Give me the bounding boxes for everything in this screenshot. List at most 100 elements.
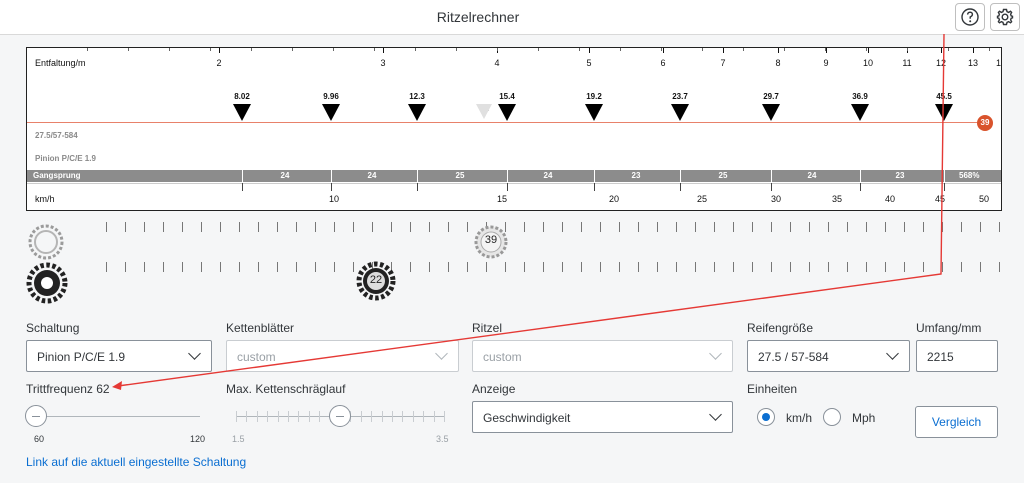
slider-grip (336, 416, 344, 417)
chainring-indicator[interactable]: 22 (356, 261, 396, 301)
chainring-tick (201, 262, 202, 272)
dev-tick-mark (868, 48, 869, 53)
chainring-tick (676, 262, 677, 272)
umfang-input[interactable]: 2215 (916, 340, 998, 372)
sprocket-tick (638, 222, 639, 232)
chainring-tick (505, 262, 506, 272)
slider-handle[interactable] (25, 405, 47, 427)
dev-minor-tick (538, 48, 539, 51)
schaltung-value: Pinion P/C/E 1.9 (37, 350, 126, 364)
slider-tick (319, 411, 320, 422)
gear-marker-triangle (671, 104, 689, 121)
chainring-tick (828, 262, 829, 272)
dev-tick-label: 6 (660, 58, 666, 68)
vergleich-button[interactable]: Vergleich (915, 406, 998, 438)
kettenblaetter-value: custom (237, 350, 276, 364)
kettenschraeglauf-slider[interactable] (236, 405, 445, 429)
schaltung-link[interactable]: Link auf die aktuell eingestellte Schalt… (26, 455, 247, 469)
speed-tick-label: 30 (770, 194, 781, 204)
gear-line (27, 122, 977, 123)
dev-minor-tick (661, 48, 662, 51)
chainring-tick (847, 262, 848, 272)
slider-track (30, 416, 200, 417)
sprocket-tick (961, 222, 962, 232)
sprocket-tick (315, 222, 316, 232)
chainring-tick (638, 262, 639, 272)
chainring-tick (220, 262, 221, 272)
dev-minor-tick (128, 48, 129, 51)
kettenblaetter-label: Kettenblätter (226, 321, 295, 335)
chainring-tick (467, 262, 468, 272)
help-button[interactable] (955, 3, 985, 31)
jump-divider (594, 170, 595, 182)
settings-button[interactable] (990, 3, 1020, 31)
gear-jump-value: 23 (631, 171, 641, 180)
sprocket-tick (923, 222, 924, 232)
schaltung-label: Schaltung (26, 321, 80, 335)
gear-marker-triangle (498, 104, 516, 121)
sprocket-tick (410, 222, 411, 232)
gear-jump-value: 23 (895, 171, 905, 180)
sprocket-tick (657, 222, 658, 232)
gear-scale-chart: Entfaltung/m 234567891011121314 8.029.96… (26, 47, 1002, 211)
hub-label: Pinion P/C/E 1.9 (35, 154, 96, 163)
dev-minor-tick (415, 48, 416, 51)
sprocket-tick (429, 222, 430, 232)
reifen-select[interactable]: 27.5 / 57-584 (747, 340, 910, 372)
sprocket-tick (562, 222, 563, 232)
slider-tick (288, 411, 289, 422)
unit-kmh-radio[interactable] (757, 408, 775, 426)
dev-minor-tick (989, 48, 990, 51)
ritzel-select[interactable]: custom (472, 340, 733, 372)
trittfrequenz-slider[interactable] (25, 405, 200, 429)
gear-marker-label: 8.02 (234, 92, 250, 101)
anzeige-label: Anzeige (472, 382, 516, 396)
chainring-tick (353, 262, 354, 272)
chainring-tick (980, 262, 981, 272)
slider-tick (434, 411, 435, 422)
slider-tick (382, 411, 383, 422)
reifen-value: 27.5 / 57-584 (758, 350, 829, 364)
gear-marker-label: 9.96 (323, 92, 339, 101)
sprocket-tick (125, 222, 126, 232)
sprocket-tick (695, 222, 696, 232)
gear-marker-triangle (762, 104, 780, 121)
chainring-tick (923, 262, 924, 272)
chainring-tick (429, 262, 430, 272)
sprocket-tick (524, 222, 525, 232)
sprocket-tick (942, 222, 943, 232)
chainring-tick (182, 262, 183, 272)
current-sprocket-badge[interactable]: 39 (977, 115, 993, 131)
speed-tick-label: 25 (696, 194, 707, 204)
dev-minor-tick (333, 48, 334, 51)
jump-divider (417, 170, 418, 182)
jump-divider (507, 170, 508, 182)
slider-tick (402, 411, 403, 422)
unit-mph-radio[interactable] (823, 408, 841, 426)
dev-tick-label: 9 (823, 58, 829, 68)
sprocket-tick (372, 222, 373, 232)
dev-tick-mark (826, 48, 827, 53)
chainring-tick (885, 262, 886, 272)
kettenblaetter-select[interactable]: custom (226, 340, 459, 372)
dev-tick-mark (589, 48, 590, 53)
slider-tick (371, 411, 372, 422)
gear-marker-triangle (585, 104, 603, 121)
reifen-label: Reifengröße (747, 321, 814, 335)
speed-tick-mark (771, 183, 772, 191)
speed-tick-mark (417, 183, 418, 191)
slider-tick (413, 411, 414, 422)
slider-handle[interactable] (329, 405, 351, 427)
slider-tick (298, 411, 299, 422)
jumps-label: Gangsprung (33, 171, 81, 180)
slider-tick (267, 411, 268, 422)
schaltung-select[interactable]: Pinion P/C/E 1.9 (26, 340, 212, 372)
kettenschraeglauf-max: 3.5 (436, 434, 449, 444)
slider-tick (278, 411, 279, 422)
sprocket-tick (790, 222, 791, 232)
gear-marker-label: 23.7 (672, 92, 688, 101)
dev-tick-label: 3 (380, 58, 386, 68)
speed-tick-label: 40 (884, 194, 895, 204)
sprocket-indicator[interactable]: 39 (472, 223, 510, 261)
anzeige-select[interactable]: Geschwindigkeit (472, 401, 733, 433)
